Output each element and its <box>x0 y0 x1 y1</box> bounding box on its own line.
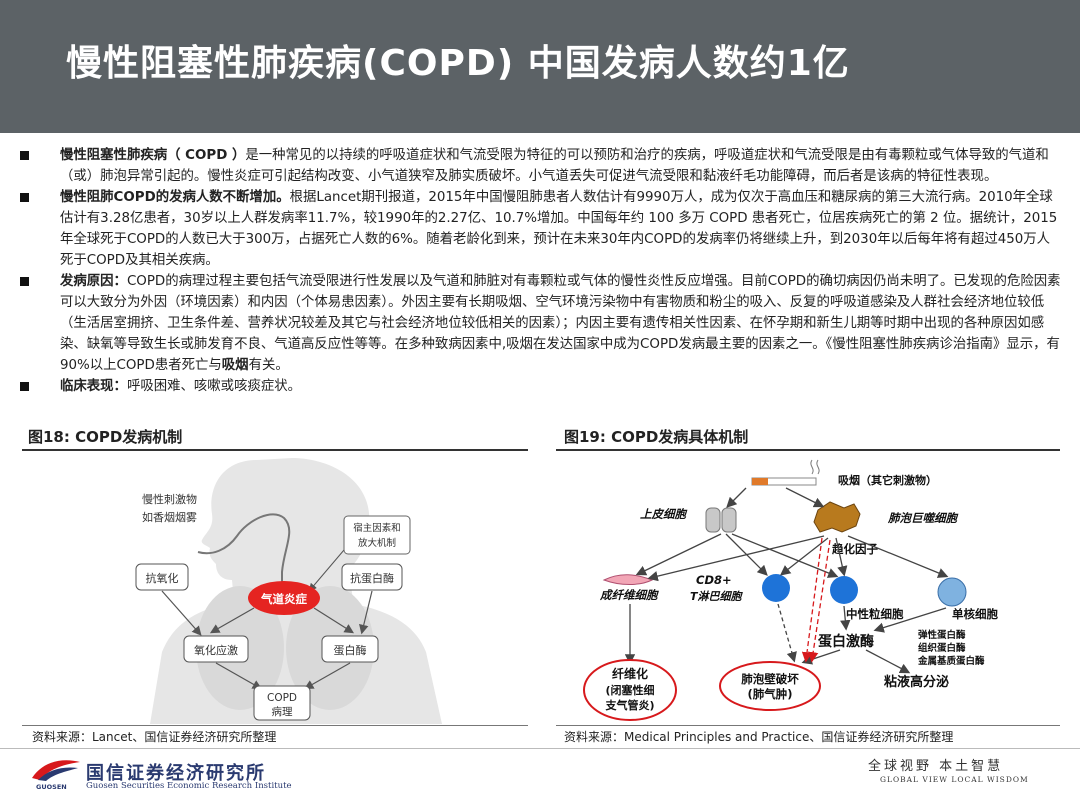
bullet-item: 慢性阻肺COPD的发病人数不断增加。根据Lancet期刊报道，2015年中国慢阻… <box>16 187 1062 271</box>
neutrophil-label: 中性粒细胞 <box>846 607 904 621</box>
logo-english: Guosen Securities Economic Research Inst… <box>86 781 292 791</box>
bullet-lead: 慢性阻塞性肺疾病（ COPD ） <box>60 148 246 163</box>
smoking-label: 吸烟（其它刺激物） <box>838 473 937 487</box>
bullet-text: 有关。 <box>248 358 289 373</box>
protease-kinase-label: 蛋白激酶 <box>818 633 874 650</box>
fibrosis-label-3: 支气管炎) <box>604 698 654 712</box>
antiprotease-label: 抗蛋白酶 <box>350 571 394 585</box>
fibrosis-label-2: (闭塞性细 <box>605 683 654 697</box>
figure-19-title: 图19: COPD发病具体机制 <box>564 428 749 446</box>
guosen-logo-icon <box>32 760 80 781</box>
bullet-lead: 发病原因： <box>60 274 127 289</box>
bullet-lead: 慢性阻肺COPD的发病人数不断增加。 <box>60 190 290 205</box>
protease-sub-1: 弹性蛋白酶 <box>918 629 966 641</box>
bullet-square-icon <box>20 193 29 202</box>
host-factors-label-2: 放大机制 <box>358 537 396 549</box>
monocyte-label: 单核细胞 <box>952 607 998 621</box>
title-banner: 慢性阻塞性肺疾病(COPD) 中国发病人数约1亿 <box>0 0 1080 133</box>
page-title: 慢性阻塞性肺疾病(COPD) 中国发病人数约1亿 <box>66 43 850 84</box>
figure-18-diagram: 慢性刺激物 如香烟烟雾 宿主因素和 放大机制 抗氧化 抗蛋白酶 气道炎症 氧化应… <box>22 452 528 724</box>
logo-chinese: 国信证券经济研究所 <box>86 763 266 784</box>
airway-path <box>197 513 291 606</box>
divider <box>556 449 1060 451</box>
protease-sub-2: 组织蛋白酶 <box>918 642 966 654</box>
divider <box>22 725 528 726</box>
neutrophil-icon <box>830 576 858 604</box>
bullet-item: 慢性阻塞性肺疾病（ COPD ）是一种常见的以持续的呼吸道症状和气流受限为特征的… <box>16 145 1062 187</box>
inflammation-label: 气道炎症 <box>260 592 307 606</box>
bullet-list: 慢性阻塞性肺疾病（ COPD ）是一种常见的以持续的呼吸道症状和气流受限为特征的… <box>16 145 1062 397</box>
chemokine-label: 趋化因子 <box>832 542 878 556</box>
bullet-item: 发病原因：COPD的病理过程主要包括气流受限进行性发展以及气道和肺脏对有毒颗粒或… <box>16 271 1062 376</box>
bullet-text: 是一种常见的以持续的呼吸道症状和气流受限为特征的可以预防和治疗的疾病，呼吸道症状… <box>60 148 1049 184</box>
fibroblast-label: 成纤维细胞 <box>599 588 659 602</box>
monocyte-icon <box>937 577 967 607</box>
bullet-text: 根据Lancet期刊报道，2015年中国慢阻肺患者人数估计有9990万人，成为仅… <box>60 190 1058 268</box>
protease-sub-3: 金属基质蛋白酶 <box>917 655 985 667</box>
t-lymphocyte-label: T淋巴细胞 <box>690 590 744 603</box>
t-lymphocyte-icon <box>762 574 790 602</box>
slogan-chinese: 全球视野 本土智慧 <box>868 759 1004 774</box>
bullet-lead: 临床表现： <box>60 379 127 394</box>
host-factors-label-1: 宿主因素和 <box>353 522 401 534</box>
irritant-label-2: 如香烟烟雾 <box>142 510 197 524</box>
macrophage-label: 肺泡巨噬细胞 <box>887 511 958 525</box>
bullet-square-icon <box>20 151 29 160</box>
alveolar-label-1: 肺泡壁破坏 <box>741 672 799 686</box>
slogan-english: GLOBAL VIEW LOCAL WISDOM <box>880 775 1029 784</box>
logo-mini-text: GUOSEN <box>36 783 67 791</box>
footer-divider <box>0 748 1080 749</box>
epithelial-label: 上皮细胞 <box>640 507 687 521</box>
oxidative-stress-label: 氧化应激 <box>194 643 238 657</box>
figure-19-diagram: 吸烟（其它刺激物） 上皮细胞 肺泡巨噬细胞 趋化因子 成纤维细胞 CD8+ T淋… <box>556 452 1060 724</box>
antioxidant-label: 抗氧化 <box>146 571 179 585</box>
copd-pathology-label-1: COPD <box>267 692 297 704</box>
figure-18-source: 资料来源：Lancet、国信证券经济研究所整理 <box>32 730 277 744</box>
figure-18-title: 图18: COPD发病机制 <box>28 428 183 446</box>
fibrosis-label-1: 纤维化 <box>612 666 648 681</box>
macrophage-icon <box>813 501 861 533</box>
bullet-item: 临床表现：呼吸困难、咳嗽或咳痰症状。 <box>16 376 1062 397</box>
divider <box>22 449 528 451</box>
fibroblast-icon <box>602 574 654 585</box>
irritant-label-1: 慢性刺激物 <box>142 492 197 506</box>
copd-pathology-label-2: 病理 <box>272 705 293 718</box>
bullet-text: COPD的病理过程主要包括气流受限进行性发展以及气道和肺脏对有毒颗粒或气体的慢性… <box>60 274 1061 373</box>
figure-19-source: 资料来源：Medical Principles and Practice、国信证… <box>564 730 954 744</box>
alveolar-label-2: (肺气肿) <box>747 687 792 701</box>
bullet-square-icon <box>20 382 29 391</box>
cd8-label: CD8+ <box>696 573 732 587</box>
cigarette-icon <box>751 459 820 486</box>
bullet-text: 呼吸困难、咳嗽或咳痰症状。 <box>126 379 302 394</box>
bullet-emphasis: 吸烟 <box>221 358 249 373</box>
bullet-square-icon <box>20 277 29 286</box>
epithelial-cell-icon <box>705 507 737 533</box>
mucus-label: 粘液高分泌 <box>883 674 949 690</box>
protease-label: 蛋白酶 <box>334 643 367 657</box>
divider <box>556 725 1060 726</box>
